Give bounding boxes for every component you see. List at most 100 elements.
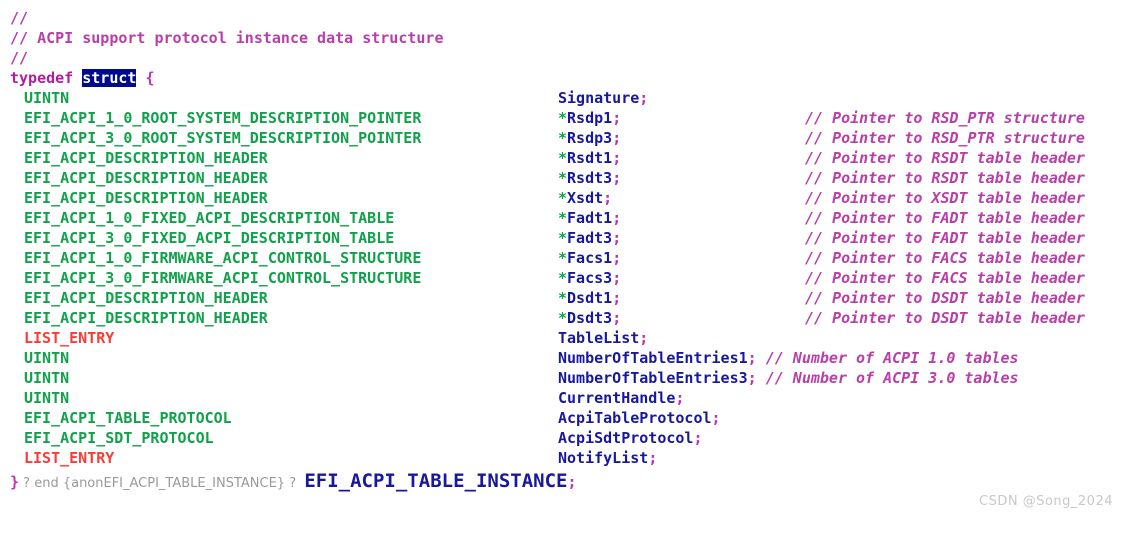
semicolon: ; xyxy=(711,409,721,427)
member-name: Signature xyxy=(558,89,640,107)
typedef-alias-name: EFI_ACPI_TABLE_INSTANCE xyxy=(304,470,568,492)
pointer-star: * xyxy=(558,189,568,207)
comment-line-2: // ACPI support protocol instance data s… xyxy=(10,28,1127,48)
member-declaration: TableList; xyxy=(558,328,648,348)
close-brace: } xyxy=(10,473,20,491)
struct-member-row: EFI_ACPI_3_0_ROOT_SYSTEM_DESCRIPTION_POI… xyxy=(10,128,1127,148)
semicolon: ; xyxy=(612,209,622,227)
member-declaration: *Fadt1; xyxy=(558,208,621,228)
member-declaration: *Fadt3; xyxy=(558,228,621,248)
semicolon: ; xyxy=(612,289,622,307)
member-name: Dsdt1 xyxy=(567,289,613,307)
watermark-label: CSDN @Song_2024 xyxy=(979,494,1113,509)
member-type: EFI_ACPI_DESCRIPTION_HEADER xyxy=(24,149,268,167)
member-name: Rsdt1 xyxy=(567,149,613,167)
member-type: EFI_ACPI_3_0_FIXED_ACPI_DESCRIPTION_TABL… xyxy=(24,229,395,247)
semicolon: ; xyxy=(747,369,757,387)
semicolon: ; xyxy=(612,249,622,267)
member-type: EFI_ACPI_1_0_ROOT_SYSTEM_DESCRIPTION_POI… xyxy=(24,109,422,127)
member-name: Fadt1 xyxy=(567,209,613,227)
member-type: EFI_ACPI_TABLE_PROTOCOL xyxy=(24,409,232,427)
struct-member-row: EFI_ACPI_DESCRIPTION_HEADER*Dsdt3;// Poi… xyxy=(10,308,1127,328)
code-fold-hint[interactable]: ? end {anonEFI_ACPI_TABLE_INSTANCE} ? xyxy=(23,476,297,491)
semicolon: ; xyxy=(612,149,622,167)
member-declaration: AcpiTableProtocol; xyxy=(558,408,721,428)
typedef-keyword: typedef xyxy=(10,69,74,87)
pointer-star: * xyxy=(558,249,568,267)
struct-keyword-selected[interactable]: struct xyxy=(82,69,137,87)
member-type: EFI_ACPI_DESCRIPTION_HEADER xyxy=(24,309,268,327)
member-type: LIST_ENTRY xyxy=(24,329,115,347)
member-comment: // Pointer to FACS table header xyxy=(805,269,1085,287)
pointer-star: * xyxy=(558,209,568,227)
member-comment: // Pointer to FADT table header xyxy=(805,229,1085,247)
member-declaration: AcpiSdtProtocol; xyxy=(558,428,703,448)
member-comment: // Pointer to DSDT table header xyxy=(805,289,1085,307)
semicolon: ; xyxy=(639,329,649,347)
member-comment: // Number of ACPI 3.0 tables xyxy=(765,369,1019,387)
member-declaration: *Rsdt3; xyxy=(558,168,621,188)
member-declaration: CurrentHandle; xyxy=(558,388,684,408)
struct-member-row: UINTN CurrentHandle; xyxy=(10,388,1127,408)
member-declaration: *Dsdt3; xyxy=(558,308,621,328)
pointer-star: * xyxy=(558,169,568,187)
member-name: Dsdt3 xyxy=(567,309,613,327)
comment-line-1: // xyxy=(10,8,1127,28)
code-editor-viewport[interactable]: // // ACPI support protocol instance dat… xyxy=(0,0,1127,517)
member-declaration: *Dsdt1; xyxy=(558,288,621,308)
struct-member-row: EFI_ACPI_3_0_FIRMWARE_ACPI_CONTROL_STRUC… xyxy=(10,268,1127,288)
typedef-struct-line[interactable]: typedef struct { xyxy=(10,68,1127,88)
member-declaration: Signature; xyxy=(558,88,648,108)
pointer-star: * xyxy=(558,109,568,127)
member-comment: // Pointer to RSD_PTR structure xyxy=(805,109,1085,127)
closing-semicolon: ; xyxy=(567,473,577,491)
member-comment: // Number of ACPI 1.0 tables xyxy=(765,349,1019,367)
comment-text: // xyxy=(10,9,29,27)
member-name: NumberOfTableEntries1 xyxy=(558,349,748,367)
pointer-star: * xyxy=(558,309,568,327)
struct-member-row: UINTN Signature; xyxy=(10,88,1127,108)
struct-member-row: LIST_ENTRY TableList; xyxy=(10,328,1127,348)
member-type: UINTN xyxy=(24,389,70,407)
semicolon: ; xyxy=(612,169,622,187)
member-name: Rsdp3 xyxy=(567,129,613,147)
member-type: EFI_ACPI_3_0_FIRMWARE_ACPI_CONTROL_STRUC… xyxy=(24,269,422,287)
closing-statement: } ? end {anonEFI_ACPI_TABLE_INSTANCE} ? … xyxy=(10,468,577,497)
member-comment: // Pointer to FADT table header xyxy=(805,209,1085,227)
member-name: Xsdt xyxy=(567,189,604,207)
member-name: TableList xyxy=(558,329,640,347)
member-name: AcpiTableProtocol xyxy=(558,409,712,427)
pointer-star: * xyxy=(558,269,568,287)
member-name: NotifyList xyxy=(558,449,649,467)
open-brace: { xyxy=(145,69,155,87)
semicolon: ; xyxy=(693,429,703,447)
struct-closing-line[interactable]: } ? end {anonEFI_ACPI_TABLE_INSTANCE} ? … xyxy=(10,468,1127,494)
member-type: UINTN xyxy=(24,369,70,387)
member-name: AcpiSdtProtocol xyxy=(558,429,694,447)
struct-member-row: EFI_ACPI_1_0_ROOT_SYSTEM_DESCRIPTION_POI… xyxy=(10,108,1127,128)
struct-member-row: EFI_ACPI_1_0_FIXED_ACPI_DESCRIPTION_TABL… xyxy=(10,208,1127,228)
member-type: UINTN xyxy=(24,349,70,367)
member-type: UINTN xyxy=(24,89,70,107)
member-declaration: *Xsdt; xyxy=(558,188,612,208)
semicolon: ; xyxy=(639,89,649,107)
pointer-star: * xyxy=(558,149,568,167)
pointer-star: * xyxy=(558,229,568,247)
struct-member-row: UINTN NumberOfTableEntries1; // Number of… xyxy=(10,348,1127,368)
member-type: LIST_ENTRY xyxy=(24,449,115,467)
typedef-statement: typedef struct { xyxy=(10,68,155,88)
member-declaration: NumberOfTableEntries1; // Number of ACPI… xyxy=(558,348,1019,368)
member-name: Facs1 xyxy=(567,249,613,267)
struct-member-row: EFI_ACPI_DESCRIPTION_HEADER*Rsdt3;// Poi… xyxy=(10,168,1127,188)
member-type: EFI_ACPI_DESCRIPTION_HEADER xyxy=(24,169,268,187)
pointer-star: * xyxy=(558,289,568,307)
comment-text: // ACPI support protocol instance data s… xyxy=(10,29,444,47)
comment-line-3: // xyxy=(10,48,1127,68)
member-name: Rsdp1 xyxy=(567,109,613,127)
member-name: Rsdt3 xyxy=(567,169,613,187)
struct-member-row: EFI_ACPI_1_0_FIRMWARE_ACPI_CONTROL_STRUC… xyxy=(10,248,1127,268)
member-name: CurrentHandle xyxy=(558,389,676,407)
member-type: EFI_ACPI_1_0_FIXED_ACPI_DESCRIPTION_TABL… xyxy=(24,209,395,227)
semicolon: ; xyxy=(675,389,685,407)
struct-member-row: EFI_ACPI_3_0_FIXED_ACPI_DESCRIPTION_TABL… xyxy=(10,228,1127,248)
